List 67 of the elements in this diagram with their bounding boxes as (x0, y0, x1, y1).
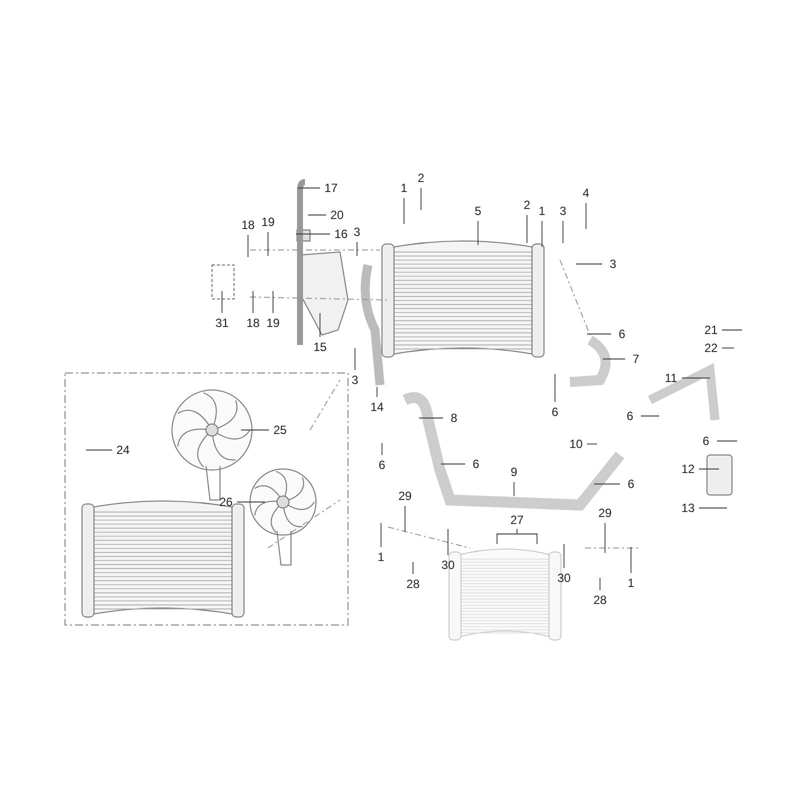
leader-line (376, 386, 378, 398)
callout-number: 1 (378, 550, 384, 564)
callout-number: 26 (219, 495, 233, 509)
callout-number: 2 (418, 171, 424, 185)
leader-line (716, 440, 738, 442)
callout-number: 6 (702, 434, 710, 448)
callout-number: 3 (610, 257, 616, 271)
callout-number: 31 (215, 316, 229, 330)
callout-number: 13 (681, 501, 695, 515)
leader-line (412, 562, 414, 574)
callout-number: 15 (313, 340, 327, 354)
leader-line (420, 188, 422, 210)
callout-number: 1 (400, 181, 408, 195)
callout-number: 10 (569, 437, 583, 451)
leader-line (630, 546, 632, 574)
callout-number: 28 (406, 577, 420, 591)
callout-number: 22 (704, 341, 718, 355)
callout-number: 6 (626, 409, 634, 423)
leader-line (356, 242, 358, 256)
leader-line (354, 348, 356, 370)
callout-number: 8 (450, 411, 458, 425)
leader-line (698, 468, 720, 470)
callout-number: 6 (618, 327, 626, 341)
callout-number: 30 (441, 558, 455, 572)
leader-line (602, 358, 626, 360)
callout-number: 11 (664, 371, 678, 385)
callout-number: 5 (474, 204, 482, 218)
callout-number: 12 (681, 462, 695, 476)
leader-line (272, 290, 274, 314)
callout-number: 25 (273, 423, 287, 437)
callout-number: 7 (632, 352, 640, 366)
callout-number: 27 (510, 513, 524, 527)
callout-number: 21 (704, 323, 718, 337)
callout-number: 1 (538, 204, 546, 218)
callout-number: 1 (628, 576, 634, 590)
callout-number: 3 (354, 225, 360, 239)
callout-number: 14 (370, 400, 384, 414)
callout-number: 6 (628, 477, 634, 491)
callout-number: 28 (593, 593, 607, 607)
leader-line (308, 214, 326, 216)
callout-number: 16 (334, 227, 348, 241)
callout-number: 18 (241, 218, 255, 232)
callout-number: 30 (557, 571, 571, 585)
callout-number: 2 (524, 198, 530, 212)
callout-number: 6 (472, 457, 480, 471)
leader-line (562, 220, 564, 244)
callout-number: 19 (261, 215, 275, 229)
leader-line (380, 522, 382, 548)
callout-number: 9 (510, 465, 518, 479)
callout-number: 6 (378, 458, 386, 472)
callout-number: 18 (246, 316, 260, 330)
callout-number: 3 (560, 204, 566, 218)
leader-line (604, 522, 606, 554)
callout-number: 19 (266, 316, 280, 330)
callout-number: 6 (552, 405, 558, 419)
callout-number: 17 (324, 181, 338, 195)
leader-line (404, 506, 406, 532)
leader-line (496, 528, 538, 544)
callout-number: 3 (352, 373, 358, 387)
leader-line (252, 290, 254, 314)
callout-number: 29 (398, 489, 412, 503)
leader-line (554, 374, 556, 402)
callout-number: 20 (330, 208, 344, 222)
leader-line (526, 214, 528, 244)
callout-number: 4 (582, 186, 590, 200)
callout-number: 29 (598, 506, 612, 520)
callout-number: 24 (116, 443, 130, 457)
